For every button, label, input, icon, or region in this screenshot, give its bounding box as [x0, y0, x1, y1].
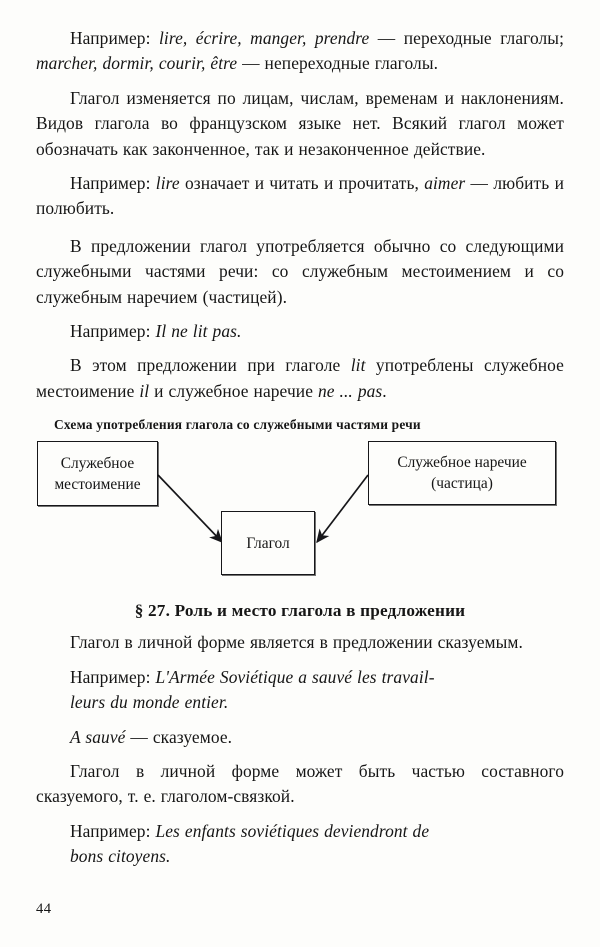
- section-heading: § 27. Роль и место глагола в предложении: [134, 601, 466, 621]
- analysis-part-c: и служебное наречие: [149, 380, 318, 401]
- transitive-note: — переходные глаголы;: [369, 28, 564, 48]
- paragraph-example-aspect: Например: lire означает и читать и прочи…: [36, 171, 564, 222]
- box-line-1: Глагол: [246, 534, 290, 552]
- example-lead-label: Например:: [70, 820, 151, 841]
- french-word-il: il: [139, 380, 150, 401]
- spacer: [36, 164, 564, 171]
- french-sentence-army-line2: leurs du monde entier.: [70, 692, 229, 713]
- diagram-caption: Схема употребления глагола со служебными…: [54, 417, 421, 433]
- spacer: [36, 79, 564, 86]
- spacer: [36, 312, 564, 319]
- page-number: 44: [36, 901, 52, 917]
- french-word-aimer: aimer: [424, 173, 466, 194]
- predicate-note: — сказуемое.: [125, 726, 233, 747]
- paragraph-function-words: В предложении глагол употребляется обычн…: [36, 235, 564, 307]
- paragraph-example-army-cont: leurs du monde entier.: [36, 690, 564, 715]
- french-phrase-a-sauve: A sauvé: [70, 726, 126, 747]
- paragraph-example-negation: Например: Il ne lit pas.: [36, 319, 564, 344]
- page-content: Например: lire, écrire, manger, prendre …: [36, 26, 564, 872]
- box-line-1: Служебное наречие: [397, 454, 527, 472]
- spacer: [36, 406, 564, 416]
- french-sentence-children-line1: Les enfants soviétiques deviendront de: [155, 820, 430, 841]
- diagram-box-function-adverb: Служебное наречие (частица): [368, 441, 556, 506]
- paragraph-verb-as-predicate: Глагол в личной форме является в предлож…: [70, 632, 523, 653]
- spacer: [36, 224, 564, 234]
- french-sentence-children-line2: bons citoyens.: [70, 846, 171, 867]
- paragraph-example-army: Например: L'Armée Soviétique a sauvé les…: [36, 665, 564, 690]
- diagram-box-verb: Глагол: [221, 511, 315, 576]
- analysis-part-a: В этом предложении при глаголе: [70, 355, 351, 376]
- spacer: [36, 812, 564, 819]
- example-lead-label: Например:: [70, 666, 151, 687]
- arrow-pronoun-to-verb: [157, 474, 223, 544]
- paragraph-a-sauve-analysis: A sauvé — сказуемое.: [36, 725, 564, 750]
- french-sentence-army-line1: L'Armée Soviétique a sauvé les travail-: [155, 666, 435, 687]
- french-sentence-negation: Il ne lit pas.: [155, 321, 242, 342]
- french-word-lit: lit: [350, 355, 366, 376]
- french-verbs-intransitive: marcher, dormir, courir, être: [36, 53, 238, 74]
- spacer: [36, 658, 564, 665]
- french-particle-ne-pas: ne ... pas: [317, 380, 383, 401]
- paragraph-verb-inflection: Глагол изменяется по лицам, числам, врем…: [36, 87, 564, 159]
- spacer: [36, 623, 564, 630]
- spacer: [36, 718, 564, 725]
- example-lead-label: Например:: [70, 321, 151, 342]
- diagram-box-function-pronoun: Служебное местоимение: [37, 441, 158, 507]
- box-line-1: Служебное: [60, 454, 135, 472]
- analysis-part-d: .: [382, 380, 387, 401]
- french-verbs-transitive: lire, écrire, manger, prendre: [158, 28, 370, 48]
- french-word-lire: lire: [155, 173, 180, 194]
- box-line-2: местоимение: [54, 475, 141, 493]
- verb-usage-diagram: Служебное местоимение Служебное наречие …: [36, 441, 564, 591]
- spacer: [36, 346, 564, 353]
- analysis-part-b: употреблены служебное местоимение: [36, 355, 564, 401]
- diagram-arrows-layer: [157, 474, 369, 544]
- box-line-2: (частица): [431, 475, 493, 493]
- example-lead-label: Например:: [70, 173, 151, 194]
- arrow-adverb-to-verb: [316, 474, 369, 544]
- paragraph-example-children: Например: Les enfants soviétiques devien…: [36, 819, 564, 844]
- paragraph-example-children-cont: bons citoyens.: [36, 844, 564, 869]
- paragraph-negation-analysis: В этом предложении при глаголе lit употр…: [36, 353, 564, 404]
- intransitive-note: — непереходные глаголы.: [237, 53, 439, 74]
- spacer: [36, 752, 564, 759]
- example-lead-label: Например:: [70, 28, 151, 48]
- paragraph-example-transitive: Например: lire, écrire, manger, prendre …: [36, 26, 564, 77]
- paragraph-compound-predicate: Глагол в личной форме может быть частью …: [36, 760, 564, 807]
- aspect-note: означает и читать и прочитать,: [179, 173, 425, 194]
- aspect-note-tail: — любить и полюбить.: [36, 173, 564, 219]
